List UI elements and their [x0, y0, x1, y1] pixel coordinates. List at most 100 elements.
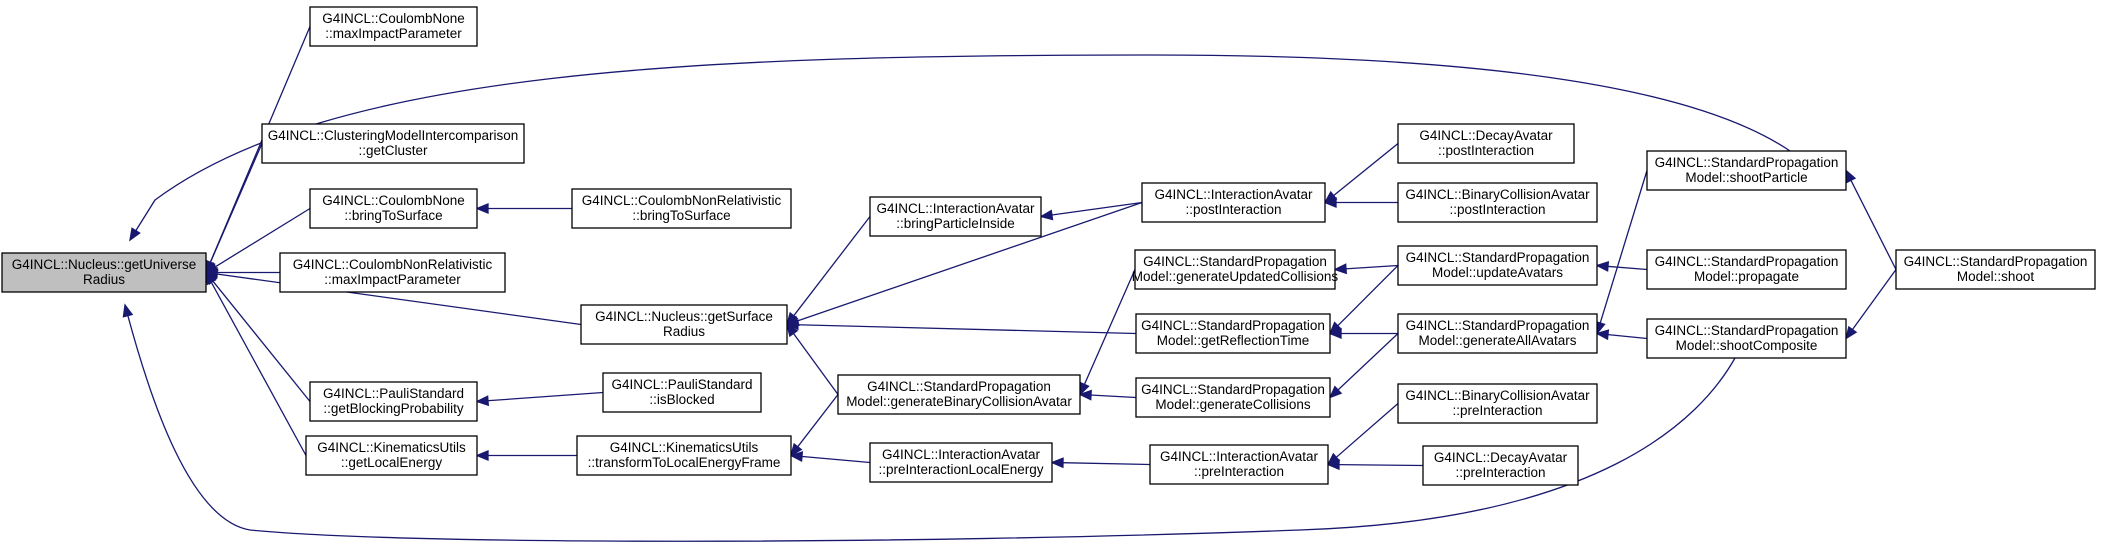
edge-n20-to-n14 [1323, 197, 1398, 208]
node-g4incl-kinematicsutils-getlocalenergy[interactable]: G4INCL::KinematicsUtils::getLocalEnergy [305, 435, 478, 476]
node-g4incl-coulombnone-bringtosurface[interactable]: G4INCL::CoulombNone::bringToSurface [309, 188, 478, 229]
node-box [1397, 123, 1575, 164]
arrow-head [1328, 385, 1343, 399]
node-g4incl-interactionavatar-preinteractionlocalenergy[interactable]: G4INCL::InteractionAvatar::preInteractio… [869, 442, 1053, 483]
edge-n27-to-n0 [122, 303, 1736, 542]
edge-line [209, 143, 263, 264]
node-g4incl-decayavatar-postinteraction[interactable]: G4INCL::DecayAvatar::postInteraction [1397, 123, 1575, 164]
node-label-line: ::preInteraction [1452, 403, 1542, 418]
edges-layer [122, 26, 1897, 542]
node-label-line: G4INCL::CoulombNone [322, 193, 465, 208]
arrow-head [1333, 263, 1347, 275]
node-label-line: G4INCL::InteractionAvatar [1160, 449, 1319, 464]
node-label-line: G4INCL::StandardPropagation [1141, 382, 1325, 397]
node-box [602, 372, 762, 413]
node-g4incl-interactionavatar-bringparticleinside[interactable]: G4INCL::InteractionAvatar::bringParticle… [869, 196, 1042, 237]
arrow-head [475, 450, 489, 461]
node-box [1135, 377, 1331, 418]
node-box [580, 304, 788, 345]
node-g4incl-standardpropagation-model-propagate[interactable]: G4INCL::StandardPropagationModel::propag… [1646, 249, 1847, 290]
arrow-head [475, 203, 489, 214]
node-box [869, 196, 1042, 237]
node-label-line: ::postInteraction [1449, 202, 1545, 217]
node-label-line: ::preInteractionLocalEnergy [878, 462, 1043, 477]
edge-line [796, 201, 1143, 322]
arrow-head [1328, 328, 1342, 339]
node-box [837, 374, 1081, 415]
edge-line [1336, 333, 1399, 392]
node-label-line: ::isBlocked [649, 392, 714, 407]
node-box [571, 188, 792, 229]
node-g4incl-coulombnonrelativistic-maximpactparameter[interactable]: G4INCL::CoulombNonRelativistic::maxImpac… [279, 252, 506, 293]
node-label-line: Model::updateAvatars [1432, 265, 1563, 280]
edge-n22-to-n17 [1328, 333, 1399, 399]
edge-line [215, 273, 582, 326]
node-label-line: G4INCL::StandardPropagation [1406, 250, 1590, 265]
node-label-line: ::bringToSurface [632, 208, 730, 223]
edge-line [1335, 403, 1399, 459]
node-label-line: G4INCL::CoulombNonRelativistic [582, 193, 782, 208]
node-g4incl-interactionavatar-preinteraction[interactable]: G4INCL::InteractionAvatar::preInteractio… [1149, 444, 1329, 485]
node-g4incl-binarycollisionavatar-preinteraction[interactable]: G4INCL::BinaryCollisionAvatar::preIntera… [1397, 383, 1598, 424]
node-box [1397, 182, 1598, 223]
node-g4incl-standardpropagation-model-generatebinarycollisionavatar[interactable]: G4INCL::StandardPropagationModel::genera… [837, 374, 1081, 415]
edge-line [1851, 269, 1897, 331]
node-g4incl-decayavatar-preinteraction[interactable]: G4INCL::DecayAvatar::preInteraction [1422, 445, 1579, 486]
node-label-line: G4INCL::DecayAvatar [1434, 450, 1568, 465]
edge-n19-to-n14 [1323, 142, 1399, 204]
node-box [1646, 318, 1847, 359]
edge-line [1089, 394, 1137, 399]
node-label-line: Model::shootComposite [1676, 338, 1818, 353]
node-g4incl-standardpropagation-model-generateallavatars[interactable]: G4INCL::StandardPropagationModel::genera… [1397, 313, 1598, 354]
node-label-line: G4INCL::InteractionAvatar [876, 201, 1035, 216]
node-g4incl-binarycollisionavatar-postinteraction[interactable]: G4INCL::BinaryCollisionAvatar::postInter… [1397, 182, 1598, 223]
edge-line [796, 394, 839, 448]
nodes-layer: G4INCL::Nucleus::getUniverseRadiusG4INCL… [1, 6, 2096, 486]
edge-line [1332, 142, 1399, 197]
node-label-line: Model::generateAllAvatars [1418, 333, 1576, 348]
node-label-line: G4INCL::ClusteringModelIntercomparison [268, 128, 519, 143]
node-g4incl-standardpropagation-model-generatecollisions[interactable]: G4INCL::StandardPropagationModel::genera… [1135, 377, 1331, 418]
edge-line [1083, 269, 1136, 386]
node-g4incl-standardpropagation-model-updateavatars[interactable]: G4INCL::StandardPropagationModel::update… [1397, 245, 1598, 286]
node-box [309, 188, 478, 229]
node-label-line: ::bringToSurface [344, 208, 442, 223]
node-g4incl-paulistandard-getblockingprobability[interactable]: G4INCL::PauliStandard::getBlockingProbab… [309, 381, 478, 422]
arrow-head [1845, 168, 1857, 184]
node-label-line: ::postInteraction [1438, 143, 1534, 158]
node-label-line: G4INCL::Nucleus::getUniverse [12, 257, 197, 272]
edge-line [1337, 463, 1424, 467]
node-label-line: Model::shootParticle [1685, 170, 1807, 185]
node-g4incl-interactionavatar-postinteraction[interactable]: G4INCL::InteractionAvatar::postInteracti… [1141, 182, 1326, 223]
node-g4incl-coulombnone-maximpactparameter[interactable]: G4INCL::CoulombNone::maxImpactParameter [309, 6, 478, 47]
node-label-line: G4INCL::CoulombNone [322, 11, 465, 26]
arrow-head [122, 303, 134, 318]
node-g4incl-kinematicsutils-transformtolocalenergyframe[interactable]: G4INCL::KinematicsUtils::transformToLoca… [576, 435, 792, 476]
node-g4incl-standardpropagation-model-shootparticle[interactable]: G4INCL::StandardPropagationModel::shootP… [1646, 150, 1847, 191]
edge-n9-to-n5 [475, 391, 604, 407]
node-g4incl-standardpropagation-model-getreflectiontime[interactable]: G4INCL::StandardPropagationModel::getRef… [1135, 313, 1331, 354]
arrow-head [1323, 197, 1337, 208]
edge-n22-to-n16 [1328, 328, 1398, 339]
node-label-line: Model::propagate [1694, 269, 1799, 284]
node-g4incl-standardpropagation-model-generateupdatedcollisions[interactable]: G4INCL::StandardPropagationModel::genera… [1132, 249, 1339, 290]
edge-line [486, 391, 604, 402]
edge-n21-to-n15 [1333, 263, 1399, 275]
arrow-head [129, 227, 141, 242]
arrow-head [785, 323, 799, 338]
arrow-head [789, 451, 804, 462]
node-g4incl-clusteringmodelintercomparison-getcluster[interactable]: G4INCL::ClusteringModelIntercomparison::… [261, 123, 525, 164]
node-g4incl-standardpropagation-model-shootcomposite[interactable]: G4INCL::StandardPropagationModel::shootC… [1646, 318, 1847, 359]
node-label-line: Radius [83, 272, 125, 287]
edge-n18-to-n13 [1050, 457, 1151, 469]
node-g4incl-coulombnonrelativistic-bringtosurface[interactable]: G4INCL::CoulombNonRelativistic::bringToS… [571, 188, 792, 229]
edge-n25-to-n22 [1595, 170, 1648, 336]
edge-line [1344, 264, 1399, 270]
edge-n28-to-n27 [1844, 269, 1897, 340]
node-box [1646, 249, 1847, 290]
node-g4incl-paulistandard-isblocked[interactable]: G4INCL::PauliStandard::isBlocked [602, 372, 762, 413]
